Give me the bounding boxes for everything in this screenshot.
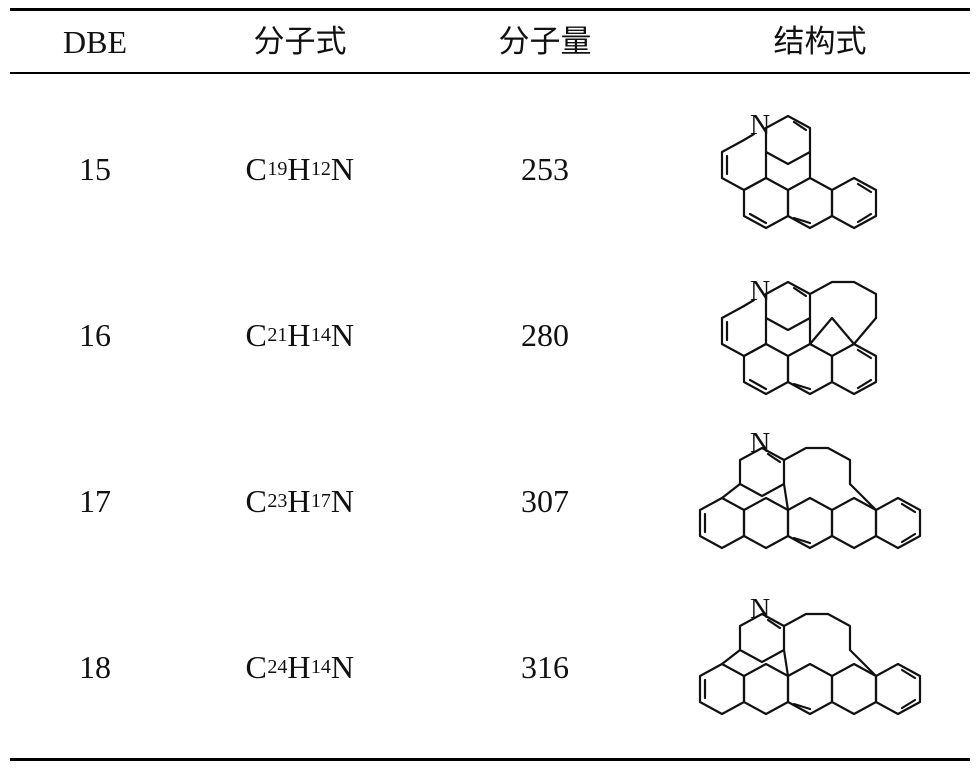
structure-diagram-3: N <box>698 428 922 550</box>
table-top-rule <box>10 8 970 11</box>
header-molecular-weight: 分子量 <box>498 23 592 60</box>
header-formula: 分子式 <box>253 23 347 60</box>
header-structure: 结构式 <box>773 23 867 60</box>
structure-diagram-2: N <box>720 276 878 396</box>
row-3-dbe: 17 <box>79 483 111 519</box>
row-2-dbe: 16 <box>79 317 111 353</box>
row-1-dbe: 15 <box>79 151 111 187</box>
header-dbe: DBE <box>63 24 127 60</box>
row-4-mass: 316 <box>521 649 569 685</box>
row-3-structure: N <box>670 418 970 584</box>
row-1-structure: N <box>670 86 970 252</box>
structure-diagram-4: N <box>698 594 922 716</box>
table-bottom-rule <box>10 758 970 761</box>
nitrogen-label: N <box>750 428 770 459</box>
row-2-mass: 280 <box>521 317 569 353</box>
structure-diagram-1: N <box>720 110 878 230</box>
row-3-mass: 307 <box>521 483 569 519</box>
row-2-structure: N <box>670 252 970 418</box>
row-4-dbe: 18 <box>79 649 111 685</box>
nitrogen-label: N <box>750 276 770 307</box>
row-4-structure: N <box>670 584 970 750</box>
nitrogen-label: N <box>750 594 770 625</box>
table-header-rule <box>10 72 970 74</box>
row-1-mass: 253 <box>521 151 569 187</box>
nitrogen-label: N <box>750 110 770 141</box>
